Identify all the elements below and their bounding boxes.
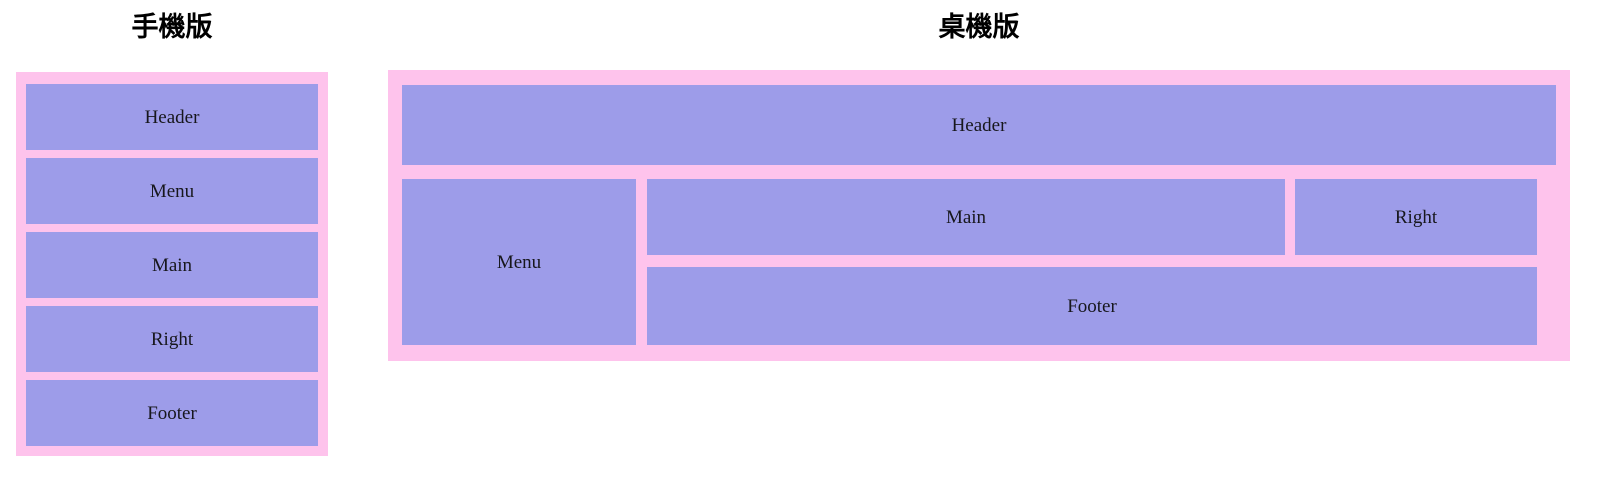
desktop-block-header: Header [402, 85, 1556, 165]
desktop-block-footer: Footer [647, 267, 1537, 345]
desktop-block-right: Right [1295, 179, 1537, 255]
desktop-layout-wireframe: Header Menu Main Right Footer [388, 70, 1570, 361]
mobile-block-header: Header [26, 84, 318, 150]
desktop-layout-title: 桌機版 [938, 12, 1020, 43]
desktop-block-menu: Menu [402, 179, 636, 345]
mobile-block-right: Right [26, 306, 318, 372]
desktop-block-main: Main [647, 179, 1285, 255]
mobile-block-main: Main [26, 232, 318, 298]
mobile-block-footer: Footer [26, 380, 318, 446]
mobile-layout-title: 手機版 [131, 12, 213, 43]
mobile-layout-wireframe: Header Menu Main Right Footer [16, 72, 328, 456]
mobile-block-menu: Menu [26, 158, 318, 224]
